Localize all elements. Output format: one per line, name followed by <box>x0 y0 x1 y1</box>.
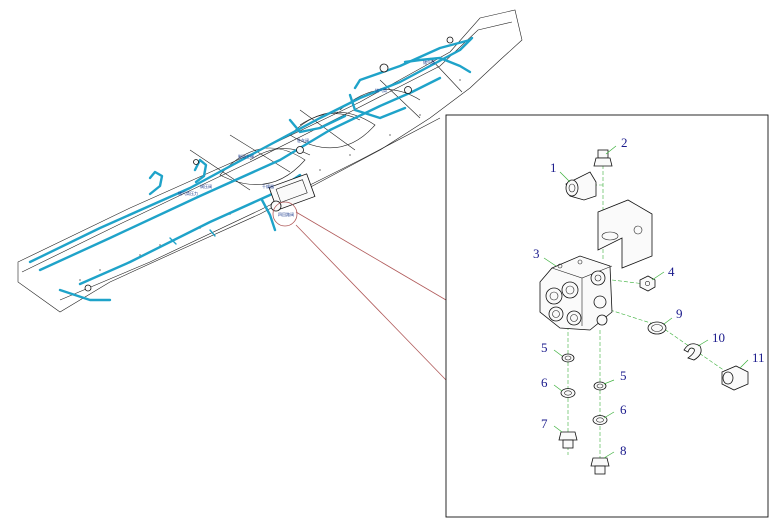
fitting-icon <box>558 431 578 449</box>
overview-label: 驻车阀 <box>297 137 309 143</box>
washer-icon <box>560 388 576 398</box>
fitting-icon <box>590 457 610 475</box>
overview-label: 制动主阀 <box>238 153 254 159</box>
washer-icon <box>647 321 667 335</box>
callout-number: 11 <box>752 350 765 365</box>
callout-number: 7 <box>541 416 548 431</box>
callout-number: 3 <box>533 246 540 261</box>
washer-icon <box>593 381 607 391</box>
callout-number: 1 <box>550 160 557 175</box>
detail-frame <box>445 114 769 518</box>
fitting-icon <box>593 149 613 167</box>
nut-icon <box>639 275 656 292</box>
callout-number: 10 <box>712 330 725 345</box>
four-circuit-protection-valve <box>539 255 613 331</box>
fitting-icon <box>721 365 749 391</box>
callout-number: 5 <box>541 340 548 355</box>
callout-leaders <box>543 145 749 459</box>
air-pipe-network <box>28 36 474 302</box>
fitting-icon <box>565 171 597 201</box>
zoom-indicator <box>272 201 447 381</box>
washer-icon <box>561 353 575 363</box>
chassis-frame <box>17 9 523 313</box>
overview-label: 储气筒 <box>375 87 387 93</box>
mounting-bracket <box>597 199 653 269</box>
callout-number: 5 <box>620 368 627 383</box>
washer-icon <box>592 415 608 425</box>
callout-number: 8 <box>620 443 627 458</box>
overview-label: 四回路阀 <box>278 211 294 217</box>
callout-number: 4 <box>668 264 675 279</box>
callout-number: 2 <box>621 135 628 150</box>
overview-label: 储气筒压力 <box>178 190 198 196</box>
overview-label: 干燥器 <box>262 183 274 189</box>
callout-number: 9 <box>676 306 683 321</box>
overview-label: 调压阀 <box>200 183 212 189</box>
callout-number: 6 <box>620 402 627 417</box>
overview-label: 储气筒 <box>423 59 435 65</box>
clip-icon <box>683 343 702 361</box>
callout-number: 6 <box>541 375 548 390</box>
